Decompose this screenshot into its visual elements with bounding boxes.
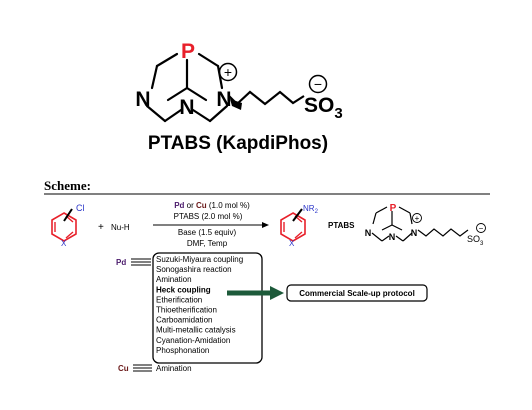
nitrogen-atom-center: N — [179, 96, 194, 119]
scaleup-arrowhead — [270, 286, 284, 300]
mini-nitrogen-left: N — [365, 228, 372, 238]
copper-reaction: Amination — [156, 364, 192, 373]
chloro-substituent: Cl — [76, 203, 85, 213]
anion-charge: − — [308, 74, 328, 94]
benzene-ring — [51, 212, 77, 242]
mini-anion-ring — [476, 223, 486, 233]
product-x-label: X — [289, 239, 295, 248]
copper-label: Cu — [118, 364, 129, 373]
scheme-title: Scheme: — [44, 178, 91, 193]
nitrogen-atom-right: N — [216, 88, 231, 111]
reaction-arrowhead — [262, 222, 269, 228]
ligand-label: PTABS — [328, 221, 355, 230]
mini-nitrogen-right: N — [411, 228, 418, 238]
pd-reaction-item: Heck coupling — [156, 285, 211, 294]
phosphorus-atom: P — [181, 40, 195, 63]
solvent-conditions: DMF, Temp — [187, 239, 228, 248]
pd-reaction-item: Carboamidation — [156, 316, 212, 325]
mini-sulfonate-group: SO3 — [467, 234, 484, 247]
mini-minus-sign: − — [479, 224, 484, 233]
amine-substituent: NR2 — [303, 204, 319, 215]
pd-reaction-item: Amination — [156, 275, 192, 284]
nitrogen-atom-left: N — [135, 88, 150, 111]
cage-bonds — [145, 52, 229, 123]
pd-reactions-box — [152, 252, 263, 364]
aryl-product: NR2 X — [280, 204, 319, 248]
pd-reaction-item: Suzuki-Miyaura coupling — [156, 255, 243, 264]
plus-sign: + — [224, 64, 232, 80]
pd-reaction-item: Thioetherification — [156, 306, 217, 315]
mini-nitrogen-center: N — [389, 232, 396, 242]
base-conditions: Base (1.5 equiv) — [178, 228, 237, 237]
mini-cage-bonds — [371, 206, 413, 242]
mini-phosphorus-atom: P — [390, 203, 397, 214]
pd-reaction-item: Sonogashira reaction — [156, 265, 232, 274]
mini-ptabs-molecule: P N N N + − SO3 — [365, 203, 486, 247]
catalyst-conditions: Pd or Cu (1.0 mol %) — [174, 201, 250, 210]
aryl-chloride: Cl X — [51, 203, 85, 248]
copper-triple-bond — [133, 364, 152, 372]
molecule-name: PTABS (KapdiPhos) — [148, 133, 328, 154]
pd-reaction-item: Phosphonation — [156, 346, 209, 355]
product-ring — [280, 212, 306, 242]
mini-cation-ring — [412, 213, 422, 223]
cation-charge: + — [218, 62, 238, 82]
pd-reaction-item: Etherification — [156, 295, 202, 304]
wedge-bond — [230, 99, 242, 110]
pd-reaction-item: Cyanation-Amidation — [156, 336, 230, 345]
palladium-label: Pd — [116, 258, 126, 267]
minus-sign: − — [314, 76, 322, 92]
ligand-conditions: PTABS (2.0 mol %) — [174, 212, 243, 221]
butyl-chain — [228, 90, 305, 106]
scaleup-box — [286, 284, 428, 302]
scaleup-label: Commercial Scale-up protocol — [299, 289, 415, 298]
mini-plus-sign: + — [415, 214, 420, 223]
palladium-triple-bond — [131, 258, 151, 266]
nucleophile: Nu-H — [111, 223, 130, 232]
ptabs-molecule: P N N N + − SO3 PTABS (KapdiPhos) — [135, 40, 342, 154]
sulfonate-group: SO3 — [304, 94, 343, 122]
ring-x-label: X — [61, 239, 67, 248]
pd-reaction-item: Multi-metallic catalysis — [156, 326, 236, 335]
mini-butyl-chain — [417, 228, 469, 237]
plus-sign: + — [98, 222, 104, 233]
